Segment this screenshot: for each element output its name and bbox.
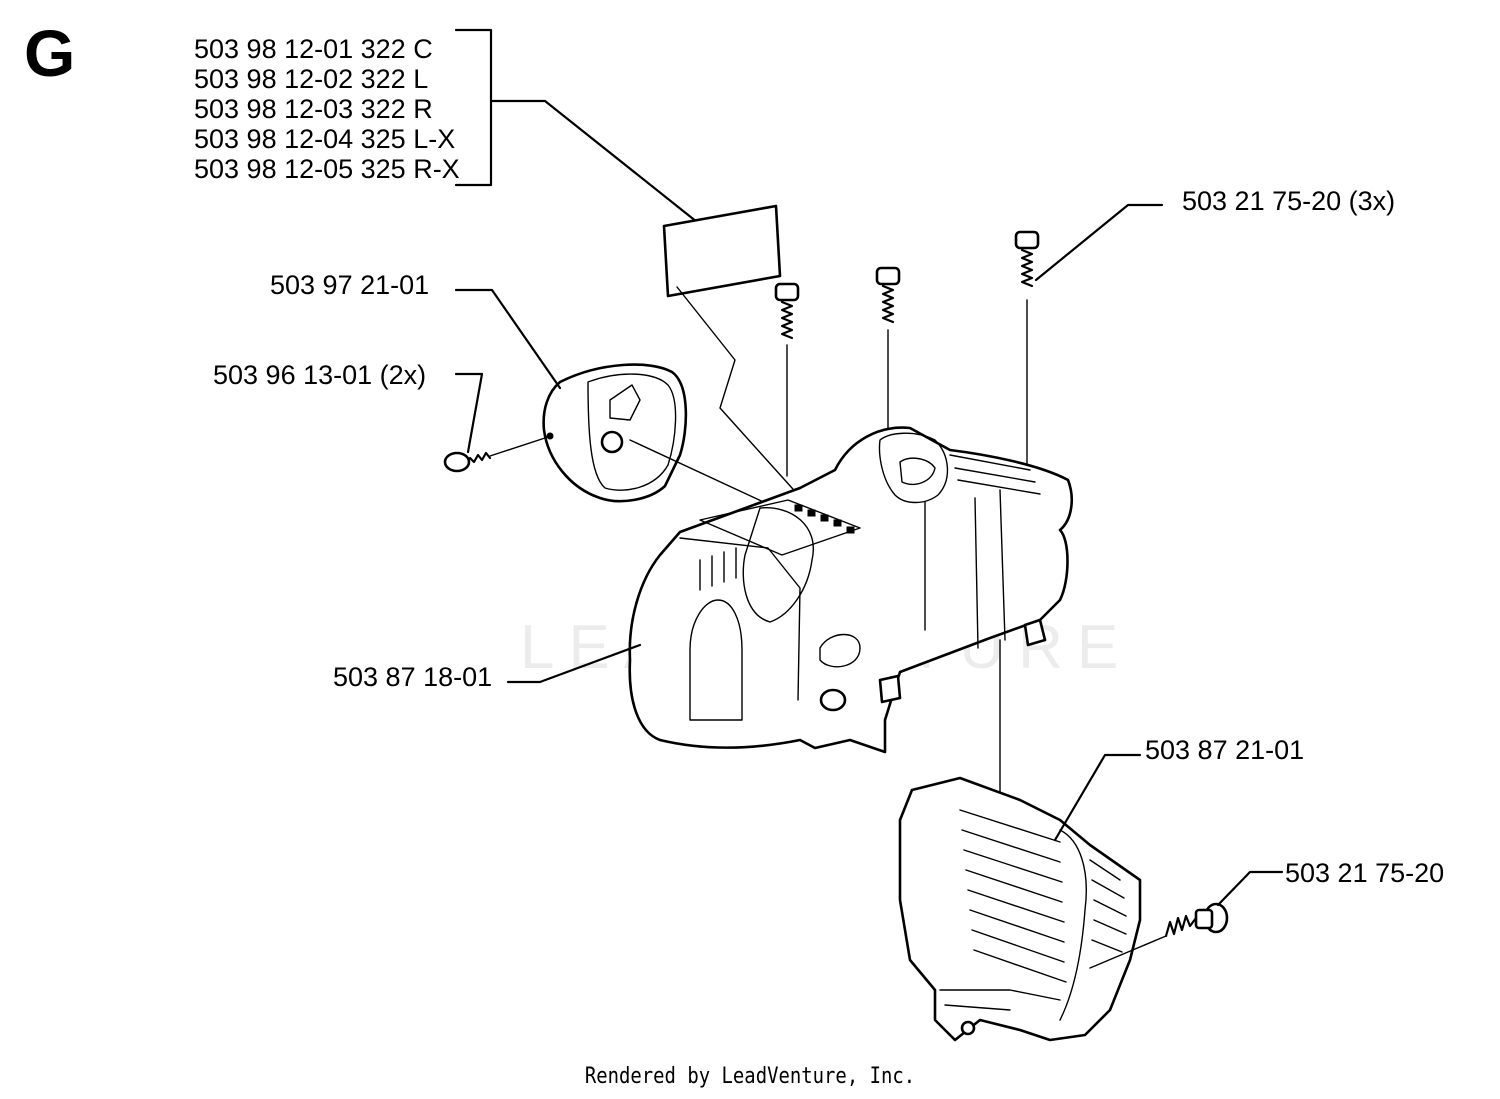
kit-label-item[interactable]: 503 98 12-04 325 L-X bbox=[194, 124, 456, 154]
top-screw[interactable] bbox=[774, 282, 800, 477]
leader-side-screw bbox=[1216, 870, 1284, 907]
kit-label-item[interactable]: 503 98 12-03 322 R bbox=[194, 94, 433, 124]
cylinder-cover[interactable] bbox=[898, 776, 1142, 1042]
leader-main-cover bbox=[506, 643, 642, 684]
kit-label-list: 503 98 12-01 322 C 503 98 12-02 322 L 50… bbox=[194, 34, 460, 184]
render-credit-footer: Rendered by LeadVenture, Inc. bbox=[584, 1064, 916, 1089]
cap-axis-line bbox=[629, 439, 771, 506]
side-screw[interactable] bbox=[1089, 902, 1229, 969]
leader-cap-cover bbox=[454, 288, 562, 390]
part-label-screw-top[interactable]: 503 21 75-20 (3x) bbox=[1182, 186, 1396, 216]
decal-plate[interactable] bbox=[662, 204, 811, 509]
part-label-cap-cover[interactable]: 503 97 21-01 bbox=[270, 270, 430, 300]
kit-bracket-leader bbox=[454, 28, 699, 224]
leader-cap-screw bbox=[454, 372, 484, 454]
cap-screw[interactable] bbox=[443, 436, 549, 473]
kit-label-item[interactable]: 503 98 12-02 322 L bbox=[194, 64, 429, 94]
leader-top-screws bbox=[1034, 203, 1164, 282]
part-label-side-screw[interactable]: 503 21 75-20 bbox=[1285, 858, 1445, 888]
cap-cover[interactable] bbox=[542, 363, 688, 503]
main-cover[interactable] bbox=[628, 426, 1074, 754]
part-label-cylinder-cover[interactable]: 503 87 21-01 bbox=[1145, 735, 1305, 765]
kit-label-item[interactable]: 503 98 12-05 325 R-X bbox=[194, 154, 460, 184]
leader-cylinder-cover bbox=[1053, 753, 1142, 842]
part-label-cap-screw[interactable]: 503 96 13-01 (2x) bbox=[213, 360, 427, 390]
part-label-main-cover[interactable]: 503 87 18-01 bbox=[333, 662, 493, 692]
section-letter: G bbox=[24, 16, 76, 90]
kit-label-item[interactable]: 503 98 12-01 322 C bbox=[194, 34, 433, 64]
